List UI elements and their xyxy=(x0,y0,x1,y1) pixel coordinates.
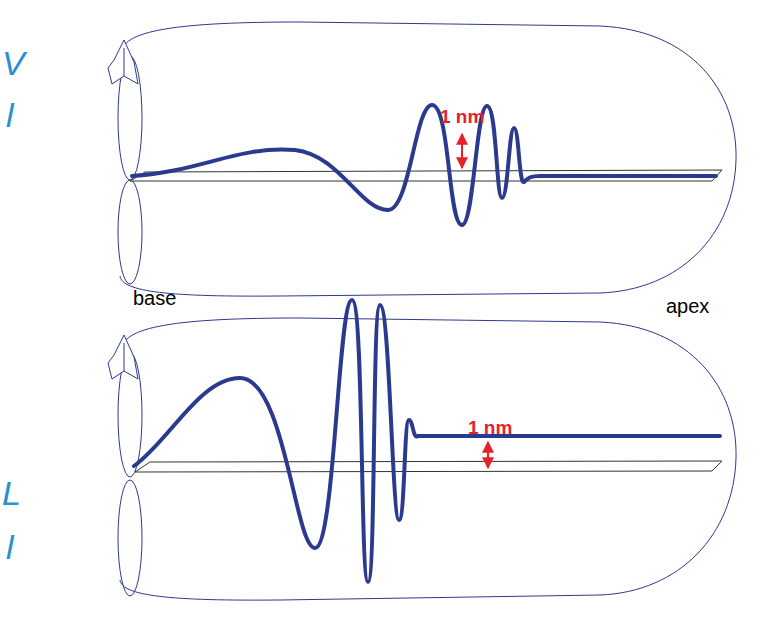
amplitude-label: 1 nm xyxy=(468,418,512,437)
side-letter: V xyxy=(2,46,25,80)
base-label: base xyxy=(133,288,176,308)
traveling-wave-bottom xyxy=(134,300,720,582)
apex-label: apex xyxy=(666,296,709,316)
cochlea-top xyxy=(108,22,736,296)
traveling-wave-top xyxy=(132,105,716,225)
side-letter: l xyxy=(6,98,14,132)
basilar-membrane-bottom xyxy=(135,461,722,472)
side-letter: L xyxy=(2,476,21,510)
amplitude-arrow-top xyxy=(461,134,463,168)
amplitude-arrow-bottom xyxy=(487,442,489,468)
amplitude-label: 1 nm xyxy=(440,107,484,126)
cochlea-bottom xyxy=(108,318,736,600)
side-letter: l xyxy=(6,530,14,564)
